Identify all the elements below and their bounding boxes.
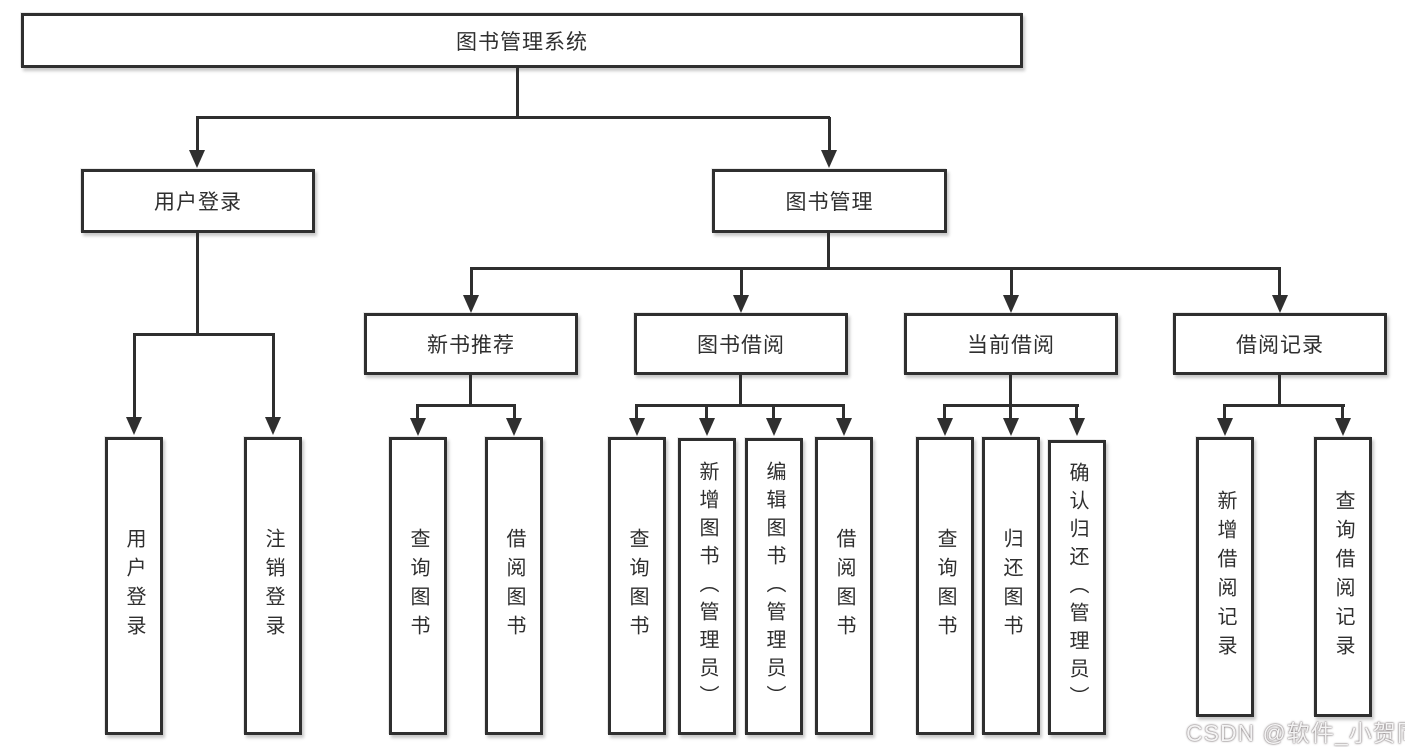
connector-drop-user-login [196, 117, 199, 151]
leaf-user-login: 用户登录 [105, 437, 163, 735]
connector-current-borrowing-rail [943, 404, 1079, 407]
leaf-bb-add-books-admin-label: 新增图书（管理员） [696, 460, 718, 713]
connector-borrowing-records-rail [1223, 404, 1345, 407]
node-root: 图书管理系统 [21, 13, 1023, 68]
arrowhead-new-book [463, 295, 479, 313]
connector-root-stem [516, 68, 519, 117]
connector-root-rail [196, 116, 830, 119]
connector-drop-bb-query [635, 406, 638, 419]
leaf-user-login-label: 用户登录 [123, 528, 145, 644]
leaf-br-query-record-label: 查询借阅记录 [1332, 490, 1354, 664]
connector-book-borrowing-stem [739, 375, 742, 406]
node-root-label: 图书管理系统 [456, 30, 588, 54]
connector-book-management-rail [470, 267, 1281, 270]
connector-current-borrowing-stem [1009, 375, 1012, 406]
arrowhead-br-query [1335, 418, 1351, 436]
connector-user-login-stem [196, 233, 199, 335]
arrowhead-current-borrow [1003, 295, 1019, 313]
arrowhead-cb-query [937, 418, 953, 436]
leaf-logout: 注销登录 [244, 437, 302, 735]
arrowhead-nb-borrow [506, 418, 522, 436]
arrowhead-book-borrow [733, 295, 749, 313]
connector-drop-nb-borrow [513, 406, 516, 419]
leaf-nb-borrow-books: 借阅图书 [485, 437, 543, 735]
connector-drop-bb-edit [772, 406, 775, 419]
connector-book-management-stem [827, 233, 830, 270]
node-user-login-label: 用户登录 [154, 191, 242, 214]
leaf-cb-return-books: 归还图书 [982, 437, 1040, 735]
leaf-br-query-record: 查询借阅记录 [1314, 437, 1372, 717]
leaf-cb-confirm-return-admin: 确认归还（管理员） [1048, 440, 1106, 735]
arrowhead-user-login [189, 150, 205, 168]
connector-drop-new-book [470, 269, 473, 295]
connector-drop-br-query [1341, 406, 1344, 419]
leaf-bb-borrow-books-label: 借阅图书 [833, 528, 855, 644]
arrowhead-book-management [821, 150, 837, 168]
arrowhead-bb-add [699, 418, 715, 436]
arrowhead-borrow-records [1272, 295, 1288, 313]
arrowhead-bb-edit [766, 418, 782, 436]
connector-drop-cb-query [943, 406, 946, 419]
connector-drop-cb-return [1009, 406, 1012, 419]
leaf-br-add-record: 新增借阅记录 [1196, 437, 1254, 717]
leaf-bb-edit-books-admin: 编辑图书（管理员） [745, 438, 803, 735]
arrowhead-br-add [1217, 418, 1233, 436]
connector-drop-cb-confirm [1075, 406, 1078, 419]
leaf-br-add-record-label: 新增借阅记录 [1214, 490, 1236, 664]
node-new-book-recommendation: 新书推荐 [364, 313, 578, 375]
leaf-bb-borrow-books: 借阅图书 [815, 437, 873, 735]
leaf-cb-confirm-return-admin-label: 确认归还（管理员） [1066, 461, 1088, 714]
node-book-borrowing: 图书借阅 [634, 313, 848, 375]
node-new-book-recommendation-label: 新书推荐 [427, 334, 515, 357]
arrowhead-cb-confirm [1069, 418, 1085, 436]
arrowhead-logout-leaf [265, 417, 281, 435]
connector-drop-borrow-records [1278, 269, 1281, 295]
connector-drop-bb-borrow [842, 406, 845, 419]
connector-drop-nb-query [416, 406, 419, 419]
leaf-nb-query-books: 查询图书 [389, 437, 447, 735]
leaf-bb-add-books-admin: 新增图书（管理员） [678, 438, 736, 735]
leaf-bb-query-books: 查询图书 [608, 437, 666, 735]
node-user-login: 用户登录 [81, 169, 315, 233]
leaf-logout-label: 注销登录 [262, 528, 284, 644]
connector-drop-book-borrow [740, 269, 743, 295]
arrowhead-bb-borrow [836, 418, 852, 436]
arrowhead-login-leaf [126, 417, 142, 435]
leaf-cb-return-books-label: 归还图书 [1000, 528, 1022, 644]
leaf-bb-edit-books-admin-label: 编辑图书（管理员） [763, 460, 785, 713]
arrowhead-nb-query [410, 418, 426, 436]
connector-drop-book-management [828, 117, 831, 151]
node-book-management: 图书管理 [712, 169, 947, 233]
node-book-borrowing-label: 图书借阅 [697, 334, 785, 357]
connector-drop-br-add [1223, 406, 1226, 419]
connector-borrowing-records-stem [1278, 375, 1281, 406]
node-book-management-label: 图书管理 [785, 191, 874, 214]
connector-user-login-rail [133, 333, 275, 336]
node-current-borrowing: 当前借阅 [904, 313, 1118, 375]
leaf-bb-query-books-label: 查询图书 [626, 528, 648, 644]
csdn-watermark: CSDN @软件_小贺同学 [1186, 720, 1405, 746]
leaf-nb-borrow-books-label: 借阅图书 [503, 528, 525, 644]
connector-new-book-rail [416, 404, 516, 407]
node-current-borrowing-label: 当前借阅 [967, 334, 1055, 357]
connector-drop-current-borrow [1010, 269, 1013, 295]
connector-drop-logout-leaf [272, 335, 275, 417]
connector-book-borrowing-rail [635, 404, 845, 407]
leaf-cb-query-books-label: 查询图书 [934, 528, 956, 644]
node-borrowing-records: 借阅记录 [1173, 313, 1387, 375]
connector-drop-bb-add [705, 406, 708, 419]
leaf-nb-query-books-label: 查询图书 [407, 528, 429, 644]
arrowhead-cb-return [1003, 418, 1019, 436]
connector-new-book-stem [469, 375, 472, 406]
leaf-cb-query-books: 查询图书 [916, 437, 974, 735]
node-borrowing-records-label: 借阅记录 [1236, 334, 1324, 357]
connector-drop-login-leaf [133, 335, 136, 417]
arrowhead-bb-query [629, 418, 645, 436]
